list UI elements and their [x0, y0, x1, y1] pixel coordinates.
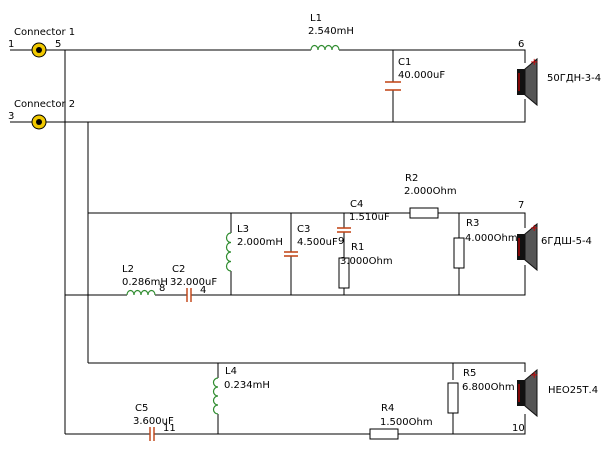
r5-name: R5 [463, 368, 476, 379]
connector-1-label: Connector 1 [14, 27, 75, 38]
r2-value: 2.000Ohm [404, 186, 457, 197]
speaker-icon [517, 368, 538, 418]
connector-1-hole [36, 47, 42, 53]
speaker-woofer-polarity: + [530, 57, 538, 68]
speaker-midrange[interactable]: + 7 6ГДШ-5-4 [517, 200, 592, 272]
node-8: 8 [159, 283, 165, 294]
r3-value: 4.000Ohm [465, 233, 518, 244]
speaker-tweeter[interactable]: + 10 НЕО25Т.4 [512, 368, 598, 434]
r5-value: 6.800Ohm [462, 382, 515, 393]
l4-value: 0.234mH [224, 380, 270, 391]
r2-name: R2 [405, 173, 418, 184]
inductor-l1[interactable]: L1 2.540mH [308, 13, 354, 51]
c3-value: 4.500uF [297, 237, 338, 248]
l3-name: L3 [237, 224, 249, 235]
c1-value: 40.000uF [398, 70, 445, 81]
node-9: 9 [338, 236, 344, 247]
node-11: 11 [163, 423, 176, 434]
connector-2-hole [36, 119, 42, 125]
connector-2-label: Connector 2 [14, 99, 75, 110]
c2-value: 32.000uF [170, 277, 217, 288]
capacitor-c1[interactable]: C1 40.000uF [385, 57, 445, 91]
speaker-midrange-model: 6ГДШ-5-4 [541, 236, 592, 247]
capacitor-c2[interactable]: C2 32.000uF 4 [170, 264, 217, 302]
speaker-midrange-polarity: + [530, 223, 538, 234]
l1-value: 2.540mH [308, 26, 354, 37]
connector-1[interactable]: Connector 1 1 5 [8, 27, 75, 58]
c1-name: C1 [398, 57, 411, 68]
l3-value: 2.000mH [237, 237, 283, 248]
r4-name: R4 [381, 403, 394, 414]
speaker-icon [517, 57, 538, 107]
l1-name: L1 [310, 13, 322, 24]
resistor-r1[interactable]: R1 3.000Ohm [338, 242, 393, 289]
node-10: 10 [512, 423, 525, 434]
r1-value: 3.000Ohm [340, 256, 393, 267]
connector-2-pin: 3 [8, 111, 14, 122]
r1-name: R1 [351, 242, 364, 253]
connector-1-pin: 1 [8, 39, 14, 50]
connector-1-node: 5 [55, 39, 61, 50]
l4-name: L4 [225, 366, 237, 377]
node-6: 6 [518, 39, 524, 50]
r4-value: 1.500Ohm [380, 417, 433, 428]
inductor-l3[interactable]: L3 2.000mH [225, 224, 283, 272]
c4-name: C4 [350, 199, 363, 210]
speaker-icon [517, 222, 538, 272]
c3-name: C3 [297, 224, 310, 235]
c4-value: 1.510uF [349, 212, 390, 223]
resistor-r2[interactable]: R2 2.000Ohm [404, 173, 457, 219]
r3-name: R3 [466, 218, 479, 229]
speaker-woofer-model: 50ГДН-3-4 [547, 73, 601, 84]
c5-name: C5 [135, 403, 148, 414]
l2-name: L2 [122, 264, 134, 275]
connector-2[interactable]: Connector 2 3 [8, 99, 75, 130]
capacitor-c4[interactable]: C4 1.510uF 9 [337, 199, 390, 247]
speaker-tweeter-polarity: + [530, 370, 538, 381]
resistor-r4[interactable]: R4 1.500Ohm [369, 403, 433, 440]
wires [10, 49, 526, 435]
speaker-tweeter-model: НЕО25Т.4 [548, 385, 598, 396]
l2-value: 0.286mH [122, 277, 168, 288]
resistor-r5[interactable]: R5 6.800Ohm [447, 368, 515, 414]
c5-value: 3.600uF [133, 416, 174, 427]
inductor-l4[interactable]: L4 0.234mH [212, 366, 270, 415]
inductor-l2[interactable]: L2 0.286mH 8 [122, 264, 168, 296]
speaker-woofer[interactable]: + 6 50ГДН-3-4 [517, 39, 601, 107]
c2-name: C2 [172, 264, 185, 275]
capacitor-c5[interactable]: C5 3.600uF 11 [133, 403, 176, 441]
capacitor-c3[interactable]: C3 4.500uF [284, 224, 338, 257]
resistor-r3[interactable]: R3 4.000Ohm [453, 218, 518, 269]
node-4: 4 [200, 285, 206, 296]
node-7: 7 [518, 200, 524, 211]
